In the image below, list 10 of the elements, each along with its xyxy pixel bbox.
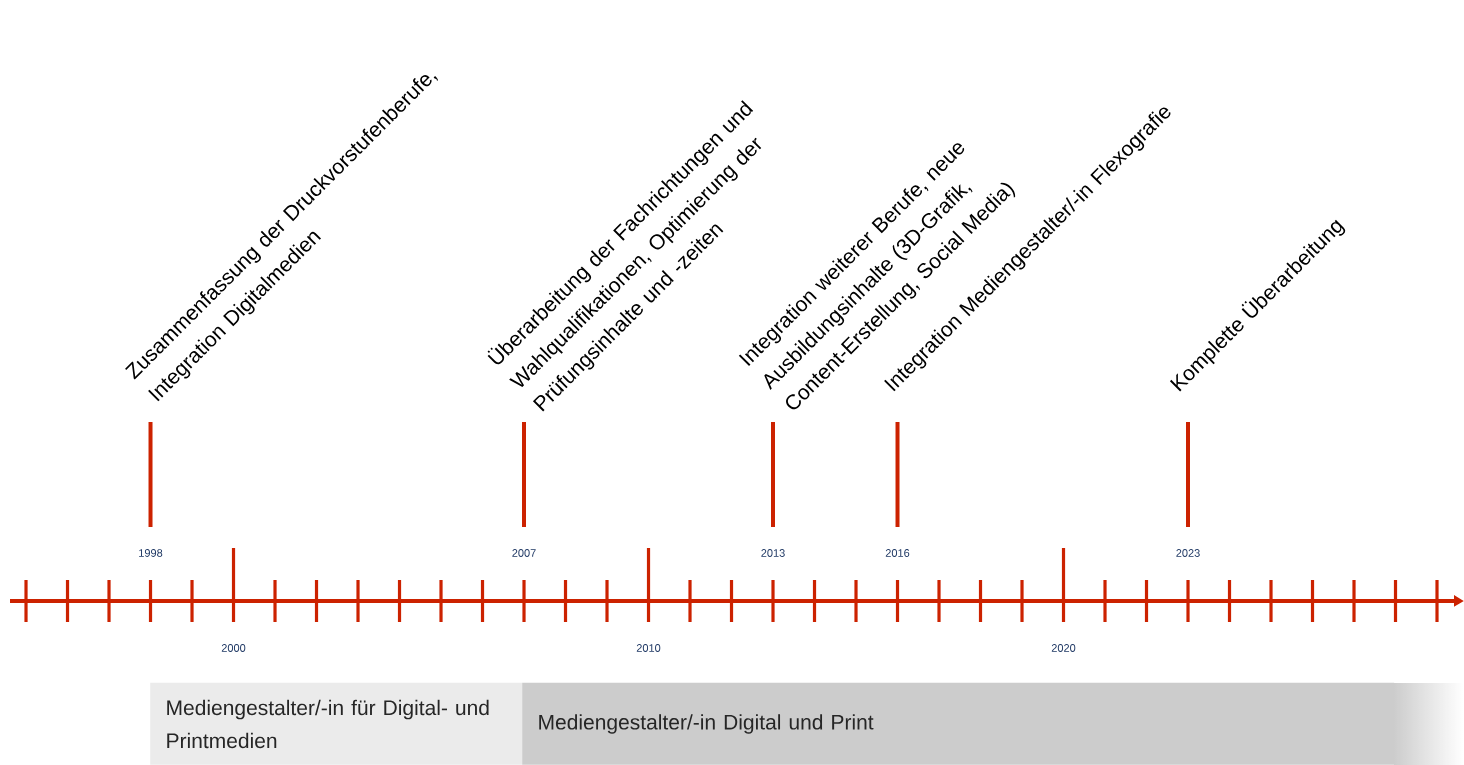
year-label: 2000 [221,644,246,652]
year-label: 1998 [139,549,163,557]
year-label: 2020 [1051,644,1076,652]
year-label: 2013 [761,549,785,557]
period-band: Mediengestalter/-in für Digital- und Printmedien [150,682,523,765]
year-label: 2016 [885,549,910,557]
year-label: 2023 [1176,549,1200,557]
period-band: Mediengestalter/-in Digital und Print [522,682,1464,765]
year-label: 2007 [512,549,536,557]
year-label: 2010 [636,644,661,652]
